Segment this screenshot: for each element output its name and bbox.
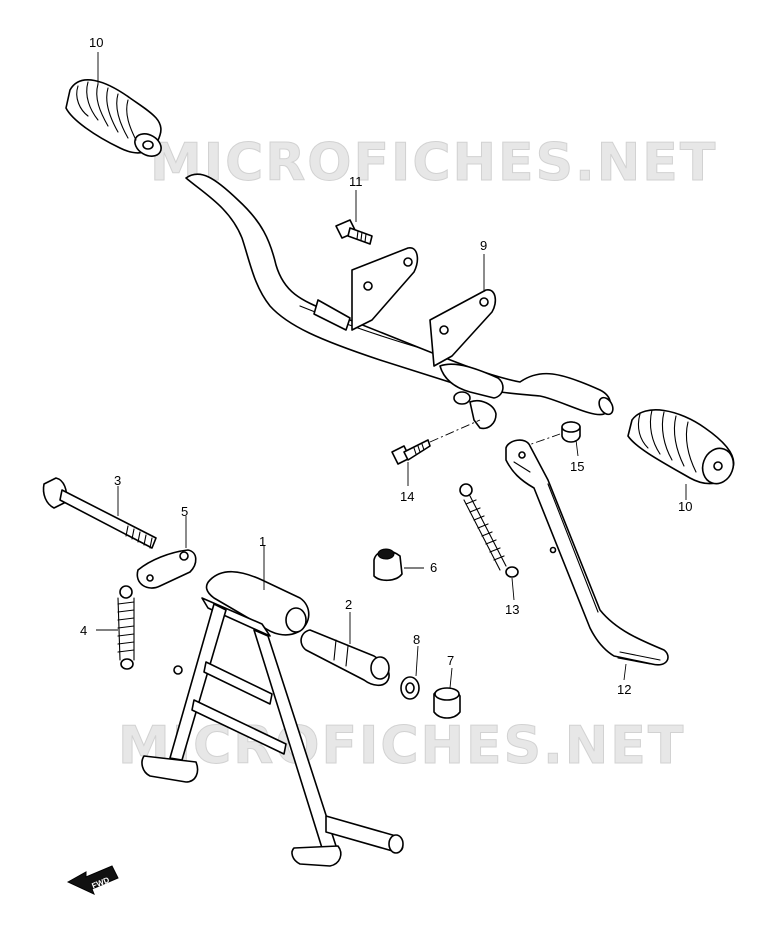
- callout-1: 1: [259, 534, 266, 549]
- callout-12: 12: [617, 682, 631, 697]
- footrest-bar: [185, 173, 614, 430]
- axis-line-14: [429, 419, 481, 443]
- watermark-bottom: MICROFICHES.NET: [118, 716, 685, 776]
- callout-10-right: 10: [678, 499, 692, 514]
- stopper-6: [373, 548, 403, 582]
- bolt-14: [391, 439, 431, 465]
- footrest-rubber-right: [627, 409, 735, 485]
- spring-13: [459, 483, 519, 578]
- callout-11: 11: [349, 174, 363, 189]
- centre-stand: [141, 570, 404, 867]
- callout-8: 8: [413, 632, 420, 647]
- callout-15: 15: [570, 459, 584, 474]
- bolt-3: [42, 477, 157, 549]
- bolt-11: [335, 219, 373, 245]
- side-stand: [505, 439, 669, 666]
- callout-10-left: 10: [89, 35, 103, 50]
- footrest-rubber-left: [65, 79, 162, 157]
- callout-13: 13: [505, 602, 519, 617]
- pivot-shaft: [300, 629, 390, 687]
- callout-4: 4: [80, 623, 87, 638]
- callout-5: 5: [181, 504, 188, 519]
- leader-lines: [96, 52, 687, 689]
- fwd-arrow-icon: FWD: [66, 865, 119, 895]
- callout-3: 3: [114, 473, 121, 488]
- callout-7: 7: [447, 653, 454, 668]
- callout-14: 14: [400, 489, 414, 504]
- collar-15: [561, 421, 581, 443]
- callout-9: 9: [480, 238, 487, 253]
- washer-8: [400, 676, 420, 700]
- plate-5: [136, 549, 197, 589]
- callout-2: 2: [345, 597, 352, 612]
- callout-6: 6: [430, 560, 437, 575]
- spring-4: [117, 585, 135, 670]
- nut-7: [433, 687, 461, 719]
- watermark-top: MICROFICHES.NET: [150, 133, 717, 193]
